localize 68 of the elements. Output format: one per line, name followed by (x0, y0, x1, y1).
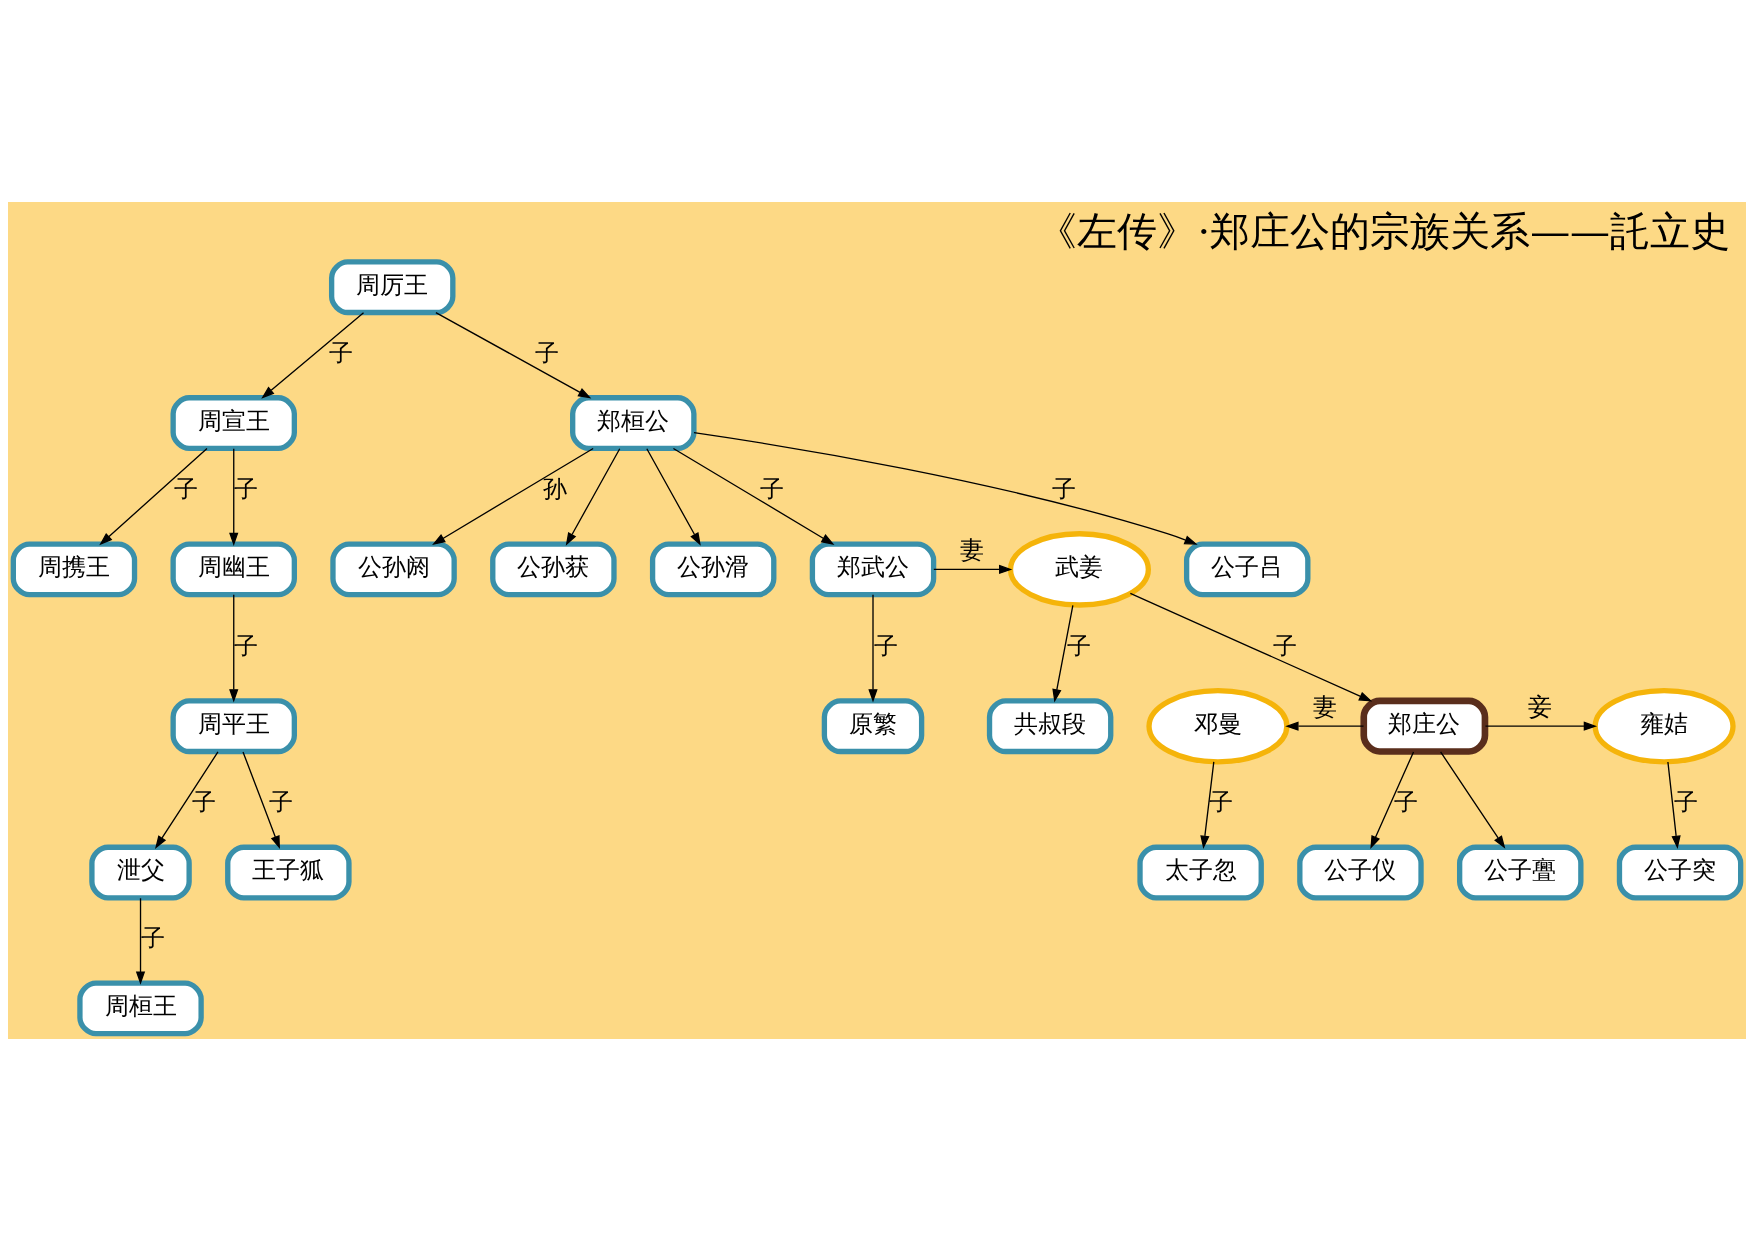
node-box: 周宣王 (170, 394, 297, 451)
arrow (135, 897, 146, 985)
node-box: 王子狐 (225, 844, 352, 900)
edge-label: 子 (1273, 631, 1298, 660)
edge-label: 子 (269, 787, 294, 816)
edge-label: 子 (1066, 631, 1091, 660)
edge-label: 妾 (1528, 692, 1553, 721)
node-box: 泄父 (89, 844, 192, 900)
arrow (261, 311, 365, 399)
arrow (1667, 760, 1681, 849)
node-box: 郑庄公 (1360, 697, 1489, 755)
arrow (565, 447, 621, 546)
arrow (229, 447, 239, 546)
edge-label: 子 (328, 338, 353, 367)
arrow (1129, 592, 1373, 702)
arrow (229, 593, 239, 702)
edge-label: 子 (191, 787, 216, 816)
node-box: 周幽王 (170, 540, 297, 597)
arrow (1484, 721, 1598, 731)
arrow (646, 447, 701, 546)
arrow (1370, 750, 1415, 849)
node-ellipse: 雍姞 (1592, 687, 1736, 764)
edge-label: 子 (1052, 474, 1077, 503)
edge-label: 子 (1674, 787, 1699, 816)
arrow (1439, 750, 1506, 849)
edge-label: 子 (873, 631, 898, 660)
node-box: 郑武公 (809, 540, 937, 597)
node-box: 公子仪 (1297, 844, 1424, 900)
edge-label: 子 (1394, 787, 1419, 816)
edge-label: 子 (535, 338, 560, 367)
edge-label: 子 (174, 474, 199, 503)
arrow (155, 750, 219, 849)
edge-label: 子 (760, 474, 785, 503)
node-box: 公孙滑 (649, 540, 777, 597)
node-ellipse: 邓曼 (1146, 687, 1290, 764)
edge-label: 孙 (543, 474, 568, 503)
node-box: 郑桓公 (570, 394, 697, 451)
arrow (1200, 760, 1215, 849)
edge-label: 子 (1209, 787, 1234, 816)
arrow (99, 447, 208, 545)
node-box: 太子忽 (1137, 844, 1264, 900)
arrow (693, 431, 1198, 545)
node-box: 公子亹 (1457, 844, 1584, 900)
arrow (435, 311, 592, 399)
node-box: 共叔段 (986, 697, 1114, 754)
node-box: 公孙阏 (330, 540, 457, 597)
arrow (1052, 604, 1074, 702)
edge-label: 子 (141, 923, 166, 952)
node-box: 周携王 (10, 540, 138, 597)
node-ellipse: 武姜 (1007, 530, 1151, 608)
edge-label: 妻 (1313, 692, 1338, 721)
edge-label: 妻 (960, 535, 985, 564)
edge-label: 子 (234, 631, 259, 660)
arrow (432, 447, 594, 545)
node-box: 周桓王 (77, 979, 204, 1036)
node-box: 原繁 (821, 697, 925, 754)
node-box: 公子突 (1616, 844, 1744, 900)
diagram-title: 《左传》·郑庄公的宗族关系——託立史 (1037, 207, 1731, 254)
arrow (933, 564, 1013, 574)
arrow (672, 447, 835, 545)
node-box: 公孙获 (490, 540, 617, 597)
arrow (242, 750, 280, 849)
arrow (1285, 721, 1365, 731)
node-box: 周平王 (170, 697, 297, 754)
node-box: 周厉王 (328, 258, 456, 315)
node-box: 公子吕 (1183, 540, 1311, 597)
arrow (868, 593, 878, 702)
edge-label: 子 (234, 474, 259, 503)
